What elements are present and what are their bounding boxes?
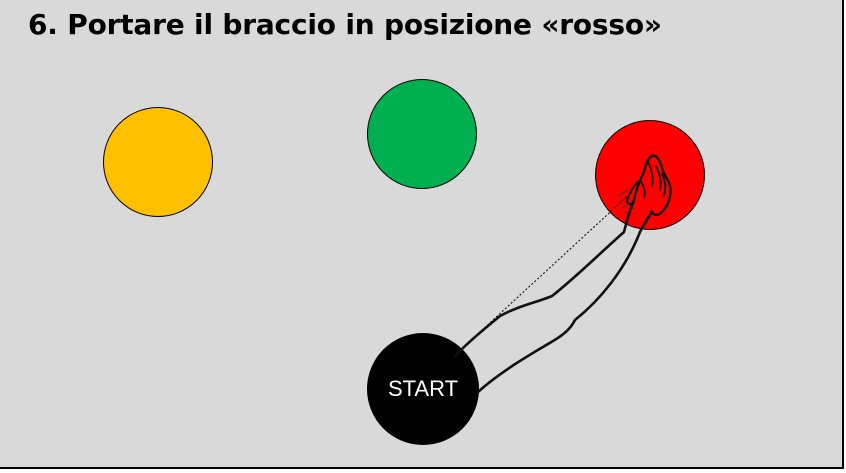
arm-lower-contour-icon [476, 210, 654, 394]
arm-upper-contour-icon [453, 198, 636, 358]
start-label: START [387, 376, 459, 401]
start-button: START [367, 333, 479, 445]
slide-title: 6. Portare il braccio in posizione «ross… [28, 8, 662, 41]
dotted-path-icon [454, 191, 633, 356]
target-green [367, 79, 477, 189]
target-yellow [103, 107, 213, 217]
target-red [595, 120, 705, 230]
